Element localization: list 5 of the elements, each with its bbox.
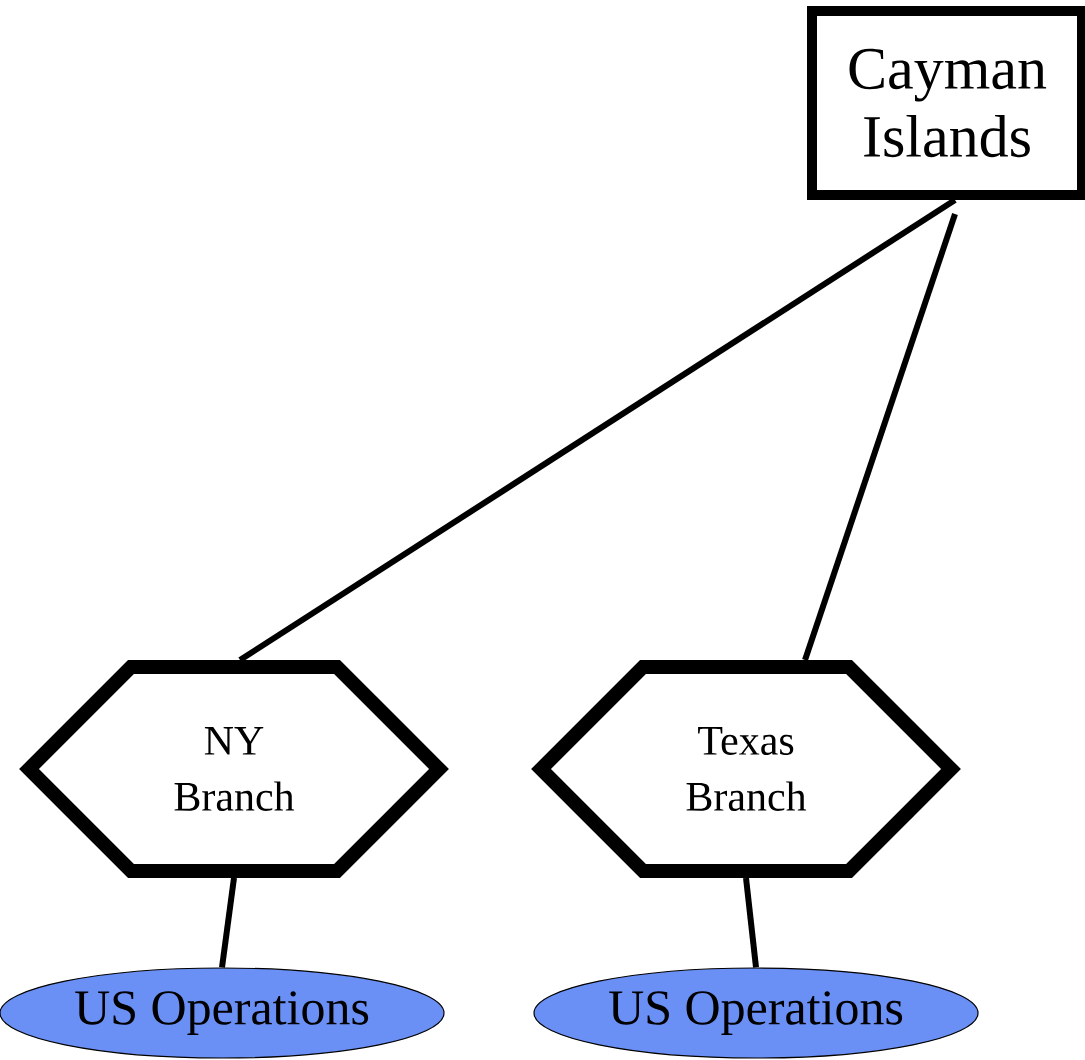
connector-line xyxy=(238,197,957,663)
connector-line xyxy=(743,877,759,968)
office-box: Cayman Islands xyxy=(807,6,1085,200)
connector-line xyxy=(219,877,237,968)
connector-line xyxy=(802,213,958,661)
